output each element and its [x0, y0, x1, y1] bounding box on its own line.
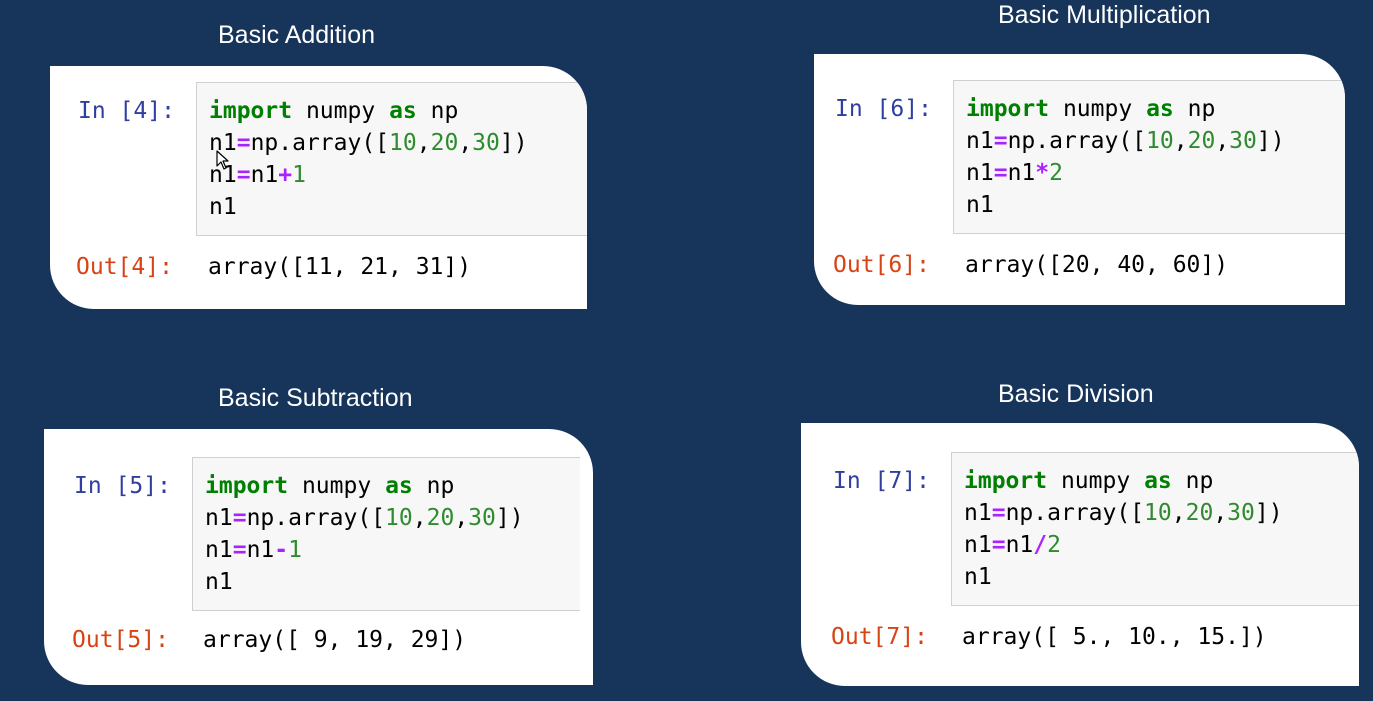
in-prompt: In [5]:: [74, 473, 171, 499]
code-line-result-var: n1: [209, 194, 237, 220]
out-prompt: Out[7]:: [831, 624, 928, 650]
code-line-import: import numpy as np: [209, 98, 459, 124]
notebook-cell-card-multiplication: In [6]: import numpy as np n1=np.array([…: [814, 54, 1345, 305]
out-prompt: Out[4]:: [76, 254, 173, 280]
code-line-array: n1=np.array([10,20,30]): [964, 500, 1283, 526]
in-prompt: In [6]:: [835, 96, 932, 122]
code-line-operation: n1=n1-1: [205, 537, 302, 563]
code-line-result-var: n1: [964, 564, 992, 590]
code-line-operation: n1=n1+1: [209, 162, 306, 188]
notebook-cell-card-subtraction: In [5]: import numpy as np n1=np.array([…: [44, 429, 593, 685]
code-line-import: import numpy as np: [205, 473, 455, 499]
panel-title-multiplication: Basic Multiplication: [998, 1, 1211, 29]
code-line-operation: n1=n1/2: [964, 532, 1061, 558]
in-prompt: In [7]:: [833, 468, 930, 494]
code-line-array: n1=np.array([10,20,30]): [966, 128, 1285, 154]
code-line-result-var: n1: [966, 192, 994, 218]
code-line-operation: n1=n1*2: [966, 160, 1063, 186]
panel-title-addition: Basic Addition: [218, 21, 376, 49]
notebook-cell-card-division: In [7]: import numpy as np n1=np.array([…: [801, 423, 1359, 686]
code-line-import: import numpy as np: [964, 468, 1214, 494]
cell-output: array([11, 21, 31]): [208, 254, 472, 280]
code-input-cell[interactable]: import numpy as np n1=np.array([10,20,30…: [192, 457, 580, 611]
code-line-array: n1=np.array([10,20,30]): [209, 130, 528, 156]
cell-output: array([ 9, 19, 29]): [203, 627, 467, 653]
code-line-import: import numpy as np: [966, 96, 1216, 122]
code-line-array: n1=np.array([10,20,30]): [205, 505, 524, 531]
in-prompt: In [4]:: [78, 98, 175, 124]
out-prompt: Out[6]:: [833, 252, 930, 278]
panel-title-division: Basic Division: [998, 380, 1154, 408]
code-input-cell[interactable]: import numpy as np n1=np.array([10,20,30…: [951, 452, 1359, 606]
cell-output: array([ 5., 10., 15.]): [962, 624, 1267, 650]
code-line-result-var: n1: [205, 569, 233, 595]
mouse-pointer-icon: [216, 150, 229, 170]
panel-title-subtraction: Basic Subtraction: [218, 384, 413, 412]
notebook-cell-card-addition: In [4]: import numpy as np n1=np.array([…: [50, 66, 587, 309]
cell-output: array([20, 40, 60]): [965, 252, 1229, 278]
code-input-cell[interactable]: import numpy as np n1=np.array([10,20,30…: [953, 80, 1345, 234]
out-prompt: Out[5]:: [72, 627, 169, 653]
code-input-cell[interactable]: import numpy as np n1=np.array([10,20,30…: [196, 82, 587, 236]
